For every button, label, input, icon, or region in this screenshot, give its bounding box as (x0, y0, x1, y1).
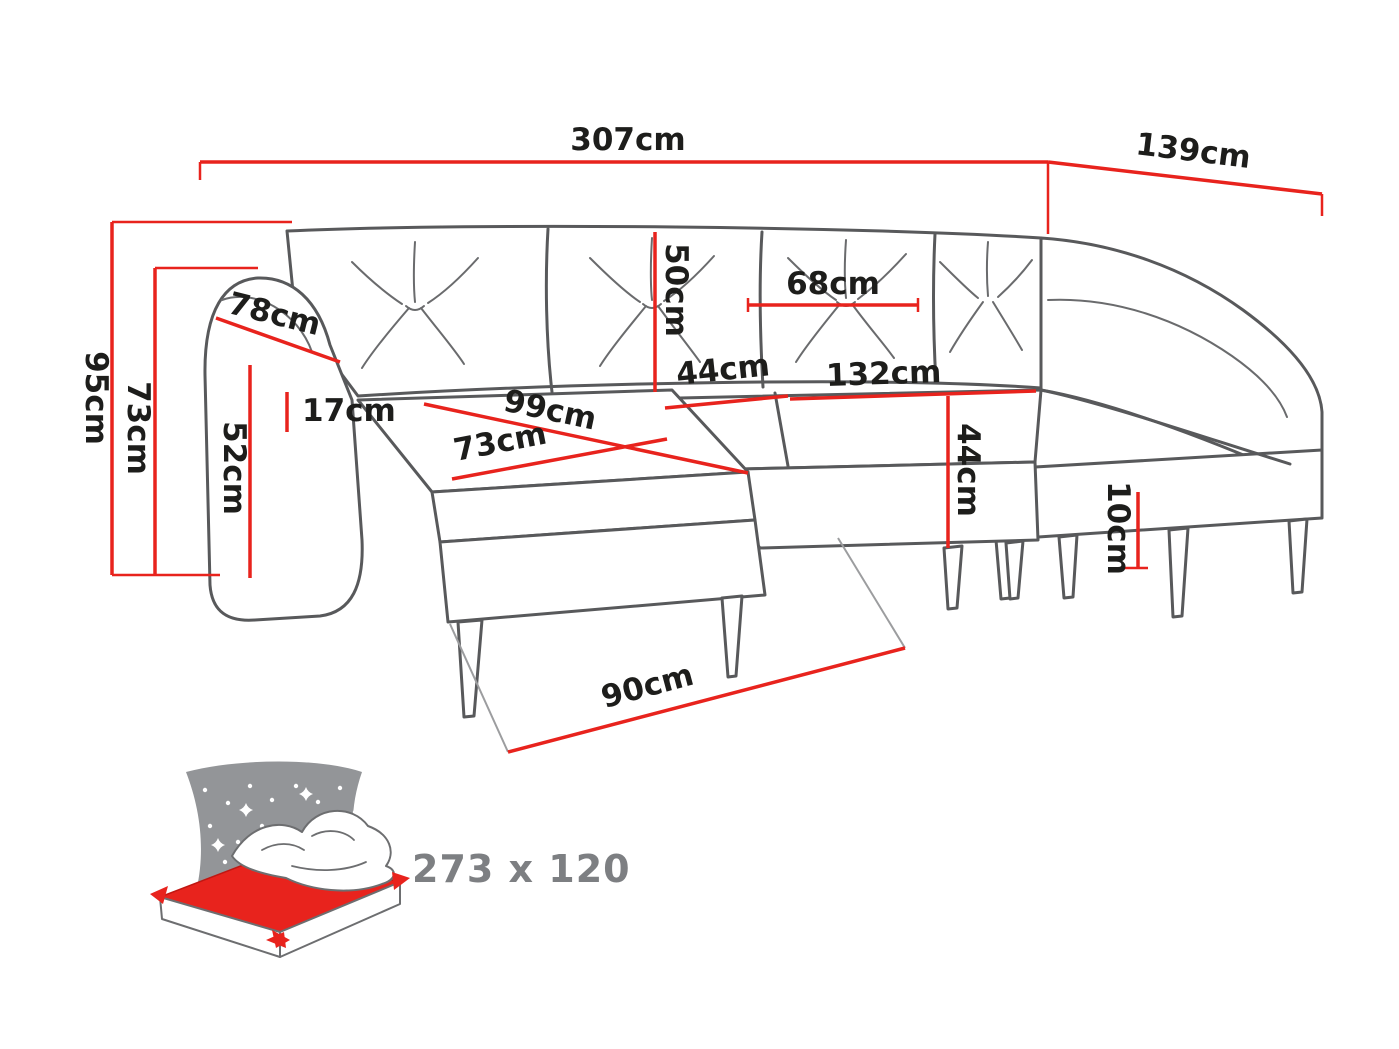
measure-arrowhead (266, 932, 286, 948)
dim-back-cushion-height: 50cm (653, 232, 694, 392)
sleeping-area-size-label: 273 x 120 (412, 847, 631, 891)
dim-total-width: 307cm (198, 122, 1050, 234)
dim-seat-height: 44cm (946, 396, 986, 548)
measure-arrowhead (150, 886, 168, 904)
dim-middle-seat-width: 132cm (789, 354, 1037, 401)
tuft-creases-cushion-1 (351, 241, 479, 369)
tuft-creases-cushion-4 (939, 241, 1033, 353)
dim-total-height: 95cm (78, 220, 292, 577)
measure-arrowhead (392, 872, 410, 890)
dim-back-cushion-height-label: 50cm (658, 243, 694, 337)
tuft-creases-cushion-2 (589, 237, 715, 367)
right-section-legs (994, 517, 1309, 619)
blanket-fold-line (311, 830, 355, 841)
sofa-drawing (203, 224, 1324, 753)
dim-chaise-front-width: 90cm (507, 646, 906, 754)
sofa-leg (1004, 539, 1025, 601)
sofa-leg (720, 594, 744, 679)
right-armrest-roll-line (1047, 298, 1288, 418)
dim-armrest-width-label: 17cm (302, 393, 396, 429)
sofa-leg (942, 544, 964, 611)
back-cushion-seam (758, 230, 765, 389)
sofa-leg (1057, 533, 1079, 600)
dimension-lines: 307cm 139cm 95cm 73cm 78cm (78, 122, 1324, 754)
dim-total-height-label: 95cm (78, 351, 114, 445)
dim-back-cushion-width: 68cm (746, 266, 920, 312)
left-chaise-base (438, 518, 767, 624)
dim-side-depth: 139cm (1047, 126, 1324, 216)
back-cushion-seam (932, 232, 938, 385)
dim-seat-height-label: 44cm (950, 423, 986, 517)
blanket-fold-line (291, 861, 367, 871)
sleeping-function-icon: 273 x 120 (150, 761, 631, 958)
dim-height-no-cushions-label: 73cm (120, 381, 156, 475)
sparkle-star (211, 838, 225, 852)
dim-side-depth-label: 139cm (1134, 126, 1253, 176)
right-armrest-outline (1039, 236, 1324, 477)
floor-projection (449, 537, 906, 753)
left-chaise-legs (456, 594, 744, 719)
dim-back-cushion-width-label: 68cm (786, 266, 880, 302)
sparkle-star (239, 803, 253, 817)
middle-seat-legs (942, 539, 1025, 611)
right-chaise-seat-edge (1039, 388, 1292, 466)
dim-armrest-width: 17cm (285, 392, 396, 432)
dim-total-width-label: 307cm (570, 122, 685, 158)
middle-seat-seam (773, 391, 790, 468)
dim-middle-seat-width-label: 132cm (825, 354, 942, 394)
sofa-leg (1167, 526, 1190, 619)
folded-blanket (231, 810, 395, 892)
sparkle-star (299, 787, 313, 801)
floor-projection-left-edge (449, 623, 509, 753)
blanket-fold-line (261, 843, 305, 851)
sofa-leg (1287, 517, 1309, 595)
left-armrest-roll-line (221, 295, 313, 353)
mattress-front-right-face (279, 881, 401, 958)
dim-leg-height-label: 10cm (1100, 481, 1136, 575)
dim-height-no-cushions: 73cm (120, 266, 258, 575)
dim-armrest-height: 52cm (216, 365, 252, 578)
dim-armrest-height-label: 52cm (216, 421, 252, 515)
back-cushion-seam (544, 227, 554, 394)
dim-leg-height: 10cm (1100, 481, 1148, 575)
left-armrest-outline (203, 276, 364, 622)
floor-projection-right-edge (837, 537, 906, 649)
